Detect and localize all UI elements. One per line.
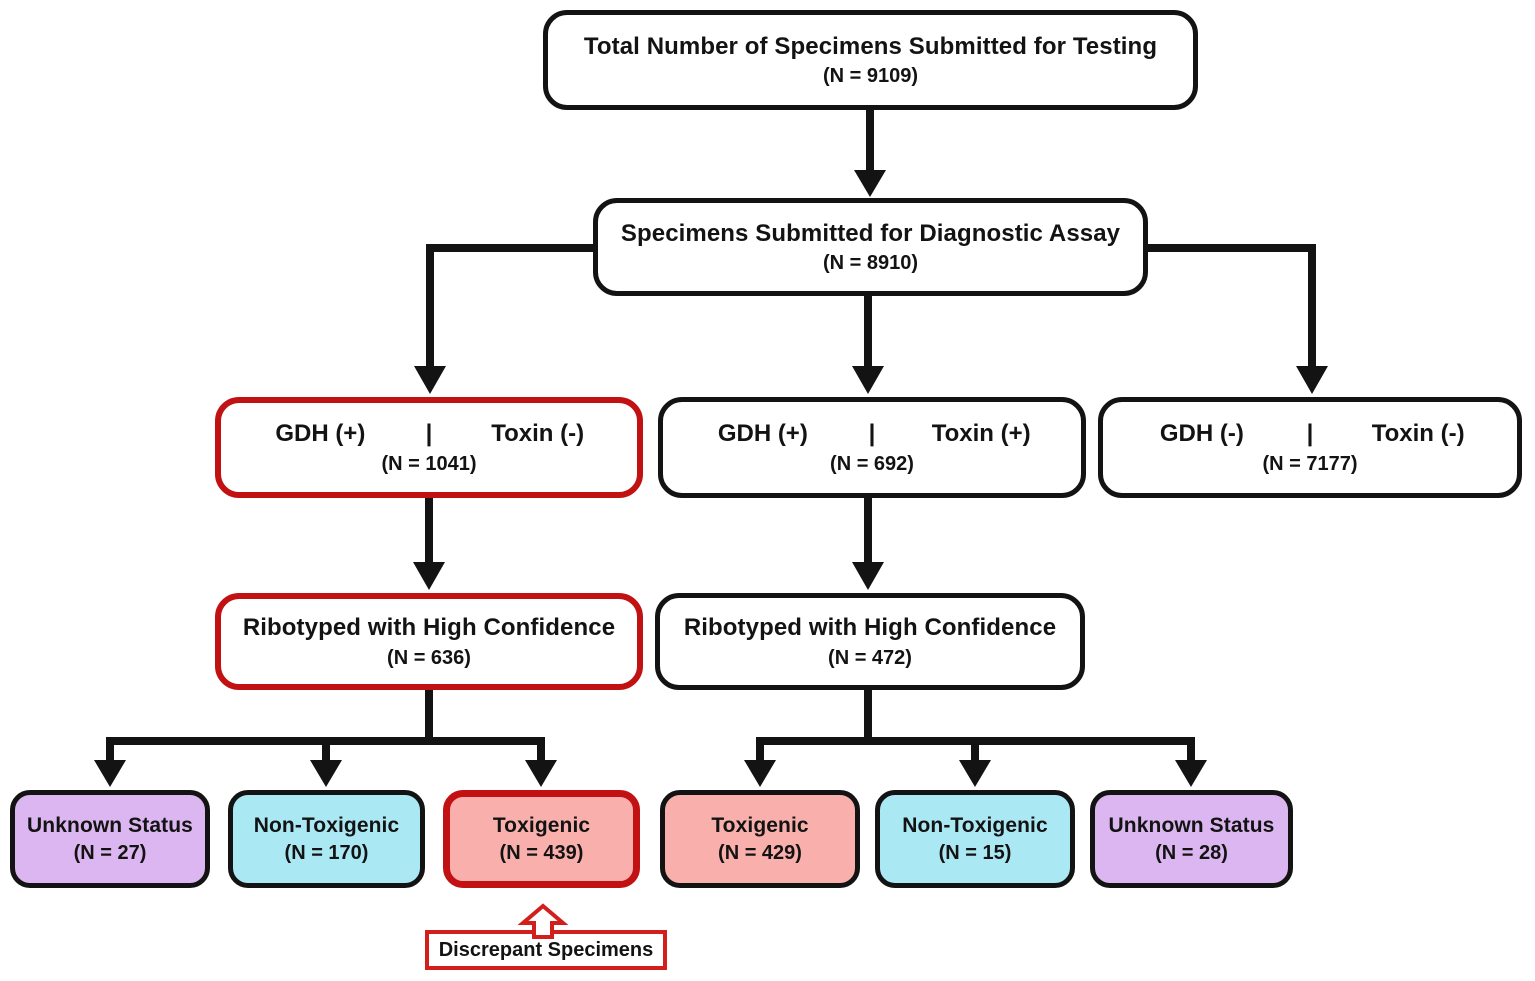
connector-assay-to-gdh-neg-tox-neg (1148, 244, 1328, 394)
result-divider: | (425, 420, 433, 448)
node-toxigenic-left: Toxigenic (N = 439) (443, 790, 640, 888)
connector-assay-to-gdh-pos-tox-pos (852, 296, 884, 394)
toxin-result: Toxin (-) (1371, 420, 1465, 448)
node-toxigenic-right: Toxigenic (N = 429) (660, 790, 860, 888)
discrepant-specimens-callout: Discrepant Specimens (425, 930, 667, 970)
node-unknown-status-right-label: Unknown Status (1108, 813, 1275, 837)
node-gdh-negative-toxin-negative-count: (N = 7177) (1262, 452, 1358, 475)
node-toxigenic-right-count: (N = 429) (718, 842, 802, 865)
node-ribotyped-right-count: (N = 472) (828, 646, 912, 669)
node-ribotyped-right-label: Ribotyped with High Confidence (683, 614, 1057, 642)
connector-ribotyped-right-split (744, 690, 1207, 787)
node-gdh-positive-toxin-negative-count: (N = 1041) (381, 452, 477, 475)
node-ribotyped-left: Ribotyped with High Confidence (N = 636) (215, 593, 643, 690)
node-non-toxigenic-left: Non-Toxigenic (N = 170) (228, 790, 425, 888)
node-total-specimens: Total Number of Specimens Submitted for … (543, 10, 1198, 110)
node-non-toxigenic-left-label: Non-Toxigenic (253, 813, 400, 837)
node-total-specimens-label: Total Number of Specimens Submitted for … (583, 32, 1158, 60)
gdh-result: GDH (-) (1159, 420, 1244, 448)
node-unknown-status-right-count: (N = 28) (1155, 842, 1228, 865)
node-unknown-status-right: Unknown Status (N = 28) (1090, 790, 1293, 888)
arrowhead (852, 562, 884, 590)
connector-gdh-left-to-ribotyped-left (413, 498, 445, 590)
toxin-result: Toxin (+) (931, 420, 1031, 448)
arrowhead (959, 760, 991, 787)
node-toxigenic-left-count: (N = 439) (499, 842, 584, 865)
node-gdh-positive-toxin-positive-count: (N = 692) (830, 452, 914, 475)
node-ribotyped-left-count: (N = 636) (387, 646, 471, 669)
node-unknown-status-left-count: (N = 27) (73, 842, 147, 865)
node-non-toxigenic-right: Non-Toxigenic (N = 15) (875, 790, 1075, 888)
arrowhead (1175, 760, 1207, 787)
gdh-result: GDH (+) (717, 420, 808, 448)
arrowhead (525, 760, 557, 787)
discrepant-specimens-label: Discrepant Specimens (438, 938, 654, 961)
arrowhead (310, 760, 342, 787)
node-gdh-positive-toxin-positive: GDH (+) | Toxin (+) (N = 692) (658, 397, 1086, 498)
arrowhead (414, 366, 446, 394)
node-diagnostic-assay-label: Specimens Submitted for Diagnostic Assay (620, 219, 1121, 247)
toxin-result: Toxin (-) (491, 420, 585, 448)
arrowhead (852, 366, 884, 394)
node-toxigenic-left-label: Toxigenic (492, 813, 591, 837)
node-unknown-status-left: Unknown Status (N = 27) (10, 790, 210, 888)
node-non-toxigenic-left-count: (N = 170) (284, 842, 369, 865)
gdh-toxin-result-line: GDH (+) | Toxin (+) (663, 417, 1081, 451)
gdh-result: GDH (+) (275, 420, 366, 448)
arrowhead (413, 562, 445, 590)
arrowhead (744, 760, 776, 787)
node-total-specimens-count: (N = 9109) (822, 65, 919, 88)
gdh-toxin-result-line: GDH (-) | Toxin (-) (1103, 417, 1517, 451)
node-unknown-status-left-label: Unknown Status (27, 813, 193, 837)
arrowhead (94, 760, 126, 787)
node-ribotyped-right: Ribotyped with High Confidence (N = 472) (655, 593, 1085, 690)
result-divider: | (868, 420, 876, 448)
node-diagnostic-assay-count: (N = 8910) (822, 252, 919, 275)
node-non-toxigenic-right-label: Non-Toxigenic (902, 813, 1048, 837)
node-ribotyped-left-label: Ribotyped with High Confidence (242, 614, 616, 642)
connector-gdh-middle-to-ribotyped-right (852, 498, 884, 590)
gdh-toxin-result-line: GDH (+) | Toxin (-) (221, 417, 637, 451)
arrowhead (854, 170, 886, 197)
result-divider: | (1306, 420, 1314, 448)
node-non-toxigenic-right-count: (N = 15) (938, 842, 1012, 865)
node-diagnostic-assay: Specimens Submitted for Diagnostic Assay… (593, 198, 1148, 296)
node-gdh-positive-toxin-negative: GDH (+) | Toxin (-) (N = 1041) (215, 397, 643, 498)
arrowhead (1296, 366, 1328, 394)
connector-assay-to-gdh-pos-tox-neg (414, 244, 593, 394)
connector-total-to-assay (854, 110, 886, 197)
node-toxigenic-right-label: Toxigenic (711, 813, 809, 837)
connector-ribotyped-left-split (94, 690, 557, 787)
node-gdh-negative-toxin-negative: GDH (-) | Toxin (-) (N = 7177) (1098, 397, 1522, 498)
